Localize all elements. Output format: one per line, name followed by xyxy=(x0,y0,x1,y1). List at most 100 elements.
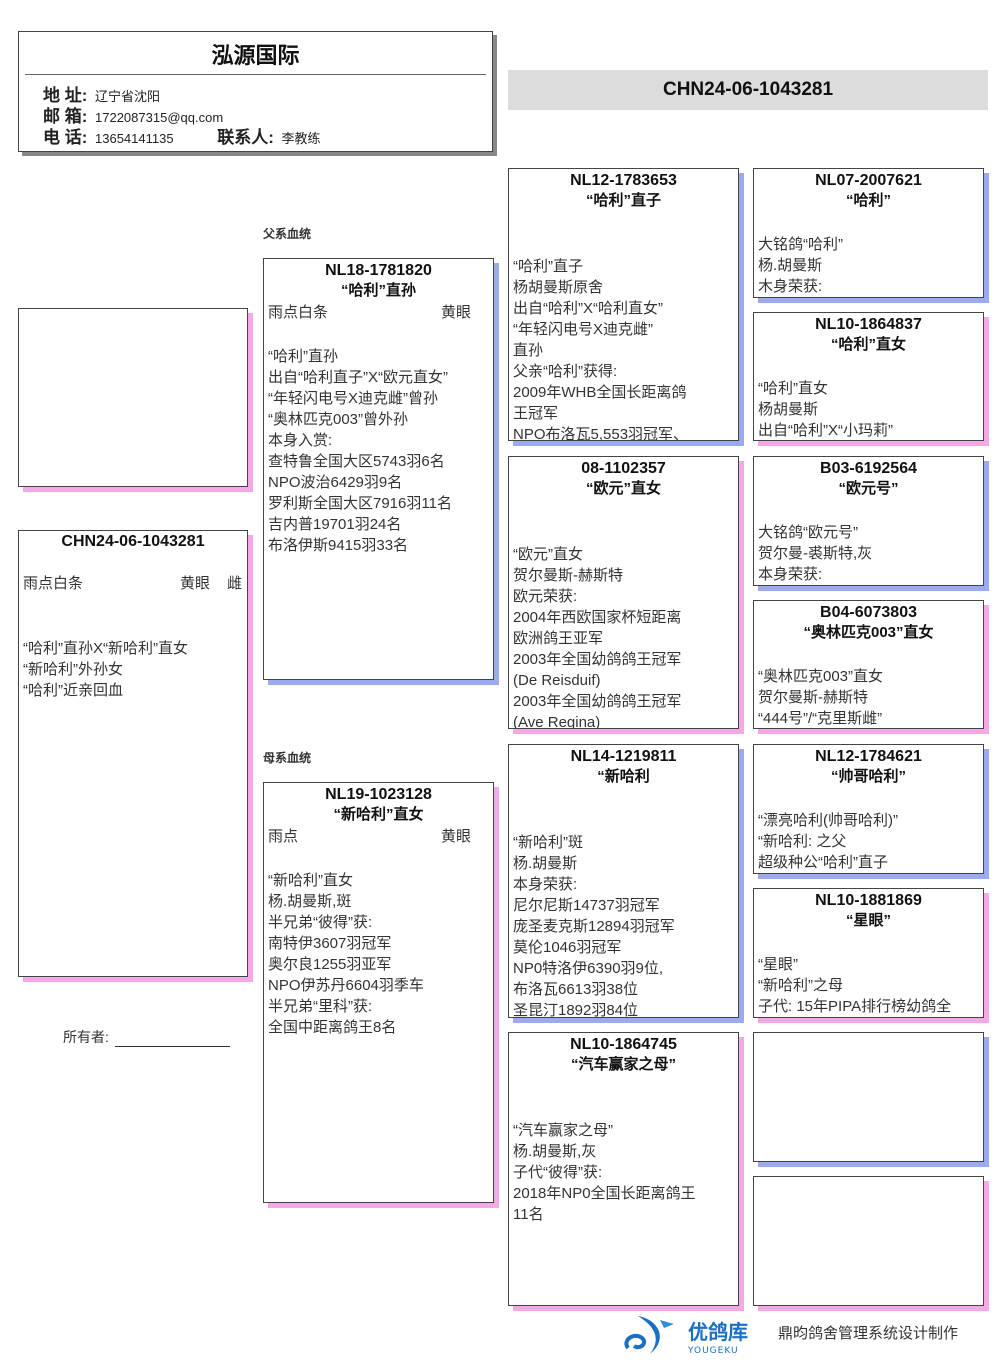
yougeku-logo: 优鸽库 YOUGEKU xyxy=(620,1310,760,1358)
note-line: 2009年WHB全国长距离鸽 xyxy=(513,384,687,401)
address-value: 辽宁省沈阳 xyxy=(95,89,161,104)
pigeon-name: “新哈利”直女 xyxy=(333,806,424,823)
contact-value: 李教练 xyxy=(281,131,321,146)
note-line: 本身荣获: xyxy=(513,876,578,893)
subject-eye: 黄眼 xyxy=(180,575,211,592)
note-line: NPO布洛瓦5,553羽冠军、 xyxy=(513,426,689,441)
note-line: “奥林匹克003”直女 xyxy=(758,668,884,685)
note-line: “哈利”直子 xyxy=(513,258,583,275)
note-line: 超级种公“哈利”直子 xyxy=(758,854,888,871)
note-line: “年轻闪电号X迪克雌” xyxy=(513,321,653,338)
pedigree-card-sire: NL18-1781820“哈利”直孙雨点白条黄眼“哈利”直孙出自“哈利直子”X“… xyxy=(263,258,494,680)
note-line: 布洛瓦6613羽38位 xyxy=(513,981,639,998)
subject-sex: 雌 xyxy=(227,575,243,592)
loft-name: 泓源国际 xyxy=(211,43,300,68)
note-line: 王冠军 xyxy=(513,405,559,422)
pedigree-title-band: CHN24-06-1043281 xyxy=(508,70,988,110)
pedigree-card-dss: NL12-1784621“帅哥哈利”“漂亮哈利(帅哥哈利)”“新哈利: 之父超级… xyxy=(753,744,984,874)
note-line: 2018年NP0全国长距离鸽王 xyxy=(513,1185,696,1202)
note-line: 吉内普19701羽24名 xyxy=(268,516,402,533)
footer-credit: 鼎昀鸽舍管理系统设计制作 xyxy=(778,1325,959,1342)
note-line: “哈利”直孙 xyxy=(268,348,338,365)
note-line: 出自“哈利”X“小玛莉” xyxy=(758,422,893,439)
note-line: “汽车赢家之母” xyxy=(513,1122,613,1139)
subject-color: 雨点白条 xyxy=(23,575,84,592)
pedigree-card-dsd: NL10-1881869“星眼”“星眼”“新哈利”之母子代: 15年PIPA排行… xyxy=(753,888,984,1018)
phone-row: 电 话: 13654141135 联系人: 李教练 xyxy=(43,127,321,148)
note-line: 杨.胡曼斯 xyxy=(758,257,823,274)
pigeon-name: “哈利”直子 xyxy=(585,192,661,209)
pigeon-name: “星眼” xyxy=(845,912,891,929)
note-line: 欧洲鸽王亚军 xyxy=(513,630,604,647)
phone-label: 电 话: xyxy=(43,128,88,147)
dam-line-label: 母系血统 xyxy=(263,751,312,765)
pigeon-eye: 黄眼 xyxy=(441,304,472,321)
pedigree-card-dam: NL19-1023128“新哈利”直女雨点黄眼“新哈利”直女杨.胡曼斯,斑半兄弟… xyxy=(263,782,494,1203)
note-line: “新哈利”直女 xyxy=(268,872,353,889)
note-line: 贺尔曼斯-赫斯特 xyxy=(513,567,623,584)
note-line: 父亲“哈利”获得: xyxy=(513,363,618,380)
pigeon-notes: “漂亮哈利(帅哥哈利)”“新哈利: 之父超级种公“哈利”直子 xyxy=(758,810,981,873)
note-line: “新哈利”斑 xyxy=(513,834,583,851)
note-line: 全国中距离鸽王8名 xyxy=(268,1019,397,1036)
subject-notes: “哈利”直孙X“新哈利”直女 “新哈利”外孙女 “哈利”近亲回血 xyxy=(23,638,245,701)
ring-number: NL14-1219811 xyxy=(570,748,677,765)
note-line: NP0特洛伊6390羽9位, xyxy=(513,960,664,977)
note-line: “年轻闪电号X迪克雌”曾孙 xyxy=(268,390,438,407)
note-line: 莫伦1046羽冠军 xyxy=(513,939,622,956)
note-line: 半兄弟“彼得”获: xyxy=(268,914,373,931)
ring-number: 08-1102357 xyxy=(581,460,666,477)
note-line: 大铭鸽“欧元号” xyxy=(758,524,858,541)
note-line: 11名 xyxy=(513,1206,544,1223)
note-line: 奥尔良1255羽亚军 xyxy=(268,956,392,973)
note-line: 子代“彼得”获: xyxy=(513,1164,603,1181)
address-label: 地 址: xyxy=(43,86,88,105)
ring-number: NL10-1864745 xyxy=(570,1036,677,1053)
pigeon-notes: “星眼”“新哈利”之母子代: 15年PIPA排行榜幼鸽全 xyxy=(758,954,981,1017)
note-line: 杨胡曼斯 xyxy=(758,401,819,418)
pigeon-name: “新哈利 xyxy=(597,768,650,785)
pigeon-notes: “哈利”直女杨胡曼斯出自“哈利”X“小玛莉” xyxy=(758,378,981,440)
owner-label: 所有者: xyxy=(63,1029,109,1045)
pigeon-notes: “新哈利”直女杨.胡曼斯,斑半兄弟“彼得”获:南特伊3607羽冠军奥尔良1255… xyxy=(268,870,491,1038)
phone-value: 13654141135 xyxy=(95,131,174,146)
email-row: 邮 箱: 1722087315@qq.com xyxy=(43,106,223,127)
pigeon-color: 雨点白条 xyxy=(268,304,329,321)
pigeon-notes: “汽车赢家之母” 杨.胡曼斯,灰子代“彼得”获: 2018年NP0全国长距离鸽王 11… xyxy=(513,1120,736,1225)
ring-number: NL10-1864837 xyxy=(815,316,922,333)
note-line: (Ave Regina) xyxy=(513,714,601,729)
pigeon-name: “奥林匹克003”直女 xyxy=(803,624,934,641)
note-line: 庞圣麦克斯12894羽冠军 xyxy=(513,918,675,935)
subject-pigeon-card: CHN24-06-1043281 雨点白条 黄眼 雌 “哈利”直孙X“新哈利”直… xyxy=(18,530,248,977)
owner-field: 所有者: xyxy=(63,1027,230,1047)
ring-number: NL12-1784621 xyxy=(815,748,922,765)
address-row: 地 址: 辽宁省沈阳 xyxy=(43,85,160,106)
ring-number: NL18-1781820 xyxy=(325,262,432,279)
ring-number: NL07-2007621 xyxy=(815,172,922,189)
note-line: “哈利”近亲回血 xyxy=(23,682,123,699)
photo-placeholder xyxy=(18,308,248,487)
pigeon-name: “哈利” xyxy=(845,192,891,209)
pedigree-card-sd: 08-1102357“欧元”直女“欧元”直女贺尔曼斯-赫斯特欧元荣获:2004年… xyxy=(508,456,739,729)
ring-number: NL19-1023128 xyxy=(325,786,432,803)
pigeon-notes: “新哈利”斑杨.胡曼斯本身荣获:尼尔尼斯14737羽冠军庞圣麦克斯12894羽冠… xyxy=(513,832,736,1017)
note-line: 罗利斯全国大区7916羽11名 xyxy=(268,495,452,512)
logo-subtext: YOUGEKU xyxy=(687,1346,739,1356)
pigeon-name: “汽车赢家之母” xyxy=(570,1056,676,1073)
pigeon-name: “欧元号” xyxy=(838,480,899,497)
note-line: “444号”/“克里斯雌” xyxy=(758,710,883,727)
pedigree-card-ds: NL14-1219811 “新哈利 “新哈利”斑杨.胡曼斯本身荣获:尼尔尼斯1473… xyxy=(508,744,739,1018)
note-line: 查特鲁全国大区5743羽6名 xyxy=(268,453,445,470)
email-label: 邮 箱: xyxy=(43,107,88,126)
note-line: 出自“哈利直子”X“欧元直女” xyxy=(268,369,448,386)
pedigree-card-sss: NL07-2007621 “哈利” 大铭鸽“哈利”杨.胡曼斯木身荣获: xyxy=(753,168,984,298)
note-line: 杨.胡曼斯,灰 xyxy=(513,1143,597,1160)
owner-signature-line xyxy=(114,1032,230,1047)
pigeon-eye: 黄眼 xyxy=(441,828,472,845)
pigeon-notes: 大铭鸽“哈利”杨.胡曼斯木身荣获: xyxy=(758,234,981,297)
note-line: 本身入赏: xyxy=(268,432,333,449)
note-line: 贺尔曼斯-赫斯特 xyxy=(758,689,868,706)
ring-number: B04-6073803 xyxy=(820,604,917,621)
note-line: 杨胡曼斯原舍 xyxy=(513,279,604,296)
